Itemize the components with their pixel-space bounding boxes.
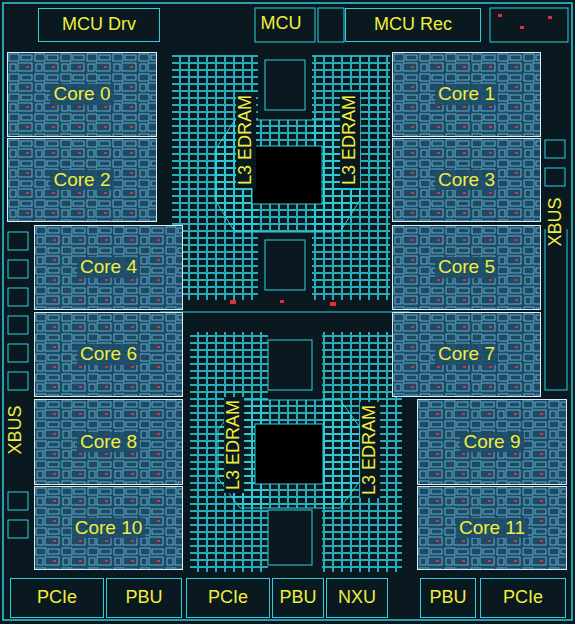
block-label: Core 9 [460, 432, 523, 453]
block-label: Core 8 [77, 432, 140, 453]
block-label: MCU Drv [62, 15, 136, 35]
unit-box: PBU [106, 578, 182, 618]
core-block: Core 6 [34, 312, 183, 397]
core-block: Core 3 [392, 138, 541, 222]
region-label: L3 EDRAM [224, 397, 244, 493]
region-label: L3 EDRAM [340, 92, 360, 188]
block-label: Core 2 [50, 170, 113, 191]
block-label: Core 7 [435, 344, 498, 365]
block-label: Core 0 [50, 84, 113, 105]
core-block: Core 11 [417, 486, 567, 570]
core-block: Core 7 [392, 312, 541, 397]
block-label: PCIe [503, 588, 543, 608]
unit-box: PCIe [10, 578, 104, 618]
region-label: XBUS [6, 402, 26, 457]
block-label: Core 5 [435, 257, 498, 278]
unit-box: MCU Drv [38, 8, 160, 42]
unit-box: PCIe [480, 578, 566, 618]
core-block: Core 9 [417, 399, 567, 485]
core-block: Core 2 [7, 138, 157, 222]
block-label: Core 11 [456, 518, 528, 539]
core-block: Core 10 [34, 486, 183, 570]
core-block: Core 0 [7, 52, 157, 137]
block-label: Core 6 [77, 344, 140, 365]
unit-box: PBU [272, 578, 324, 618]
block-label: Core 10 [72, 518, 146, 539]
core-block: Core 4 [34, 225, 183, 310]
block-label: Core 3 [435, 170, 498, 191]
block-label: Core 1 [435, 84, 498, 105]
block-label: MCU Rec [374, 15, 452, 35]
block-label: NXU [338, 588, 376, 608]
core-block: Core 1 [392, 52, 541, 137]
block-label: PBU [279, 588, 316, 608]
region-label: XBUS [546, 194, 566, 249]
unit-label: MCU [258, 14, 305, 34]
region-label: L3 EDRAM [360, 402, 380, 498]
unit-box: NXU [326, 578, 388, 618]
core-block: Core 8 [34, 399, 183, 485]
unit-box: MCU Rec [345, 8, 481, 42]
block-label: PCIe [208, 588, 248, 608]
block-label: PBU [429, 588, 466, 608]
unit-box: PBU [420, 578, 476, 618]
block-label: PCIe [37, 588, 77, 608]
block-label: PBU [125, 588, 162, 608]
region-label: L3 EDRAM [236, 92, 256, 188]
core-block: Core 5 [392, 225, 541, 310]
unit-box: PCIe [186, 578, 270, 618]
block-label: Core 4 [77, 257, 140, 278]
